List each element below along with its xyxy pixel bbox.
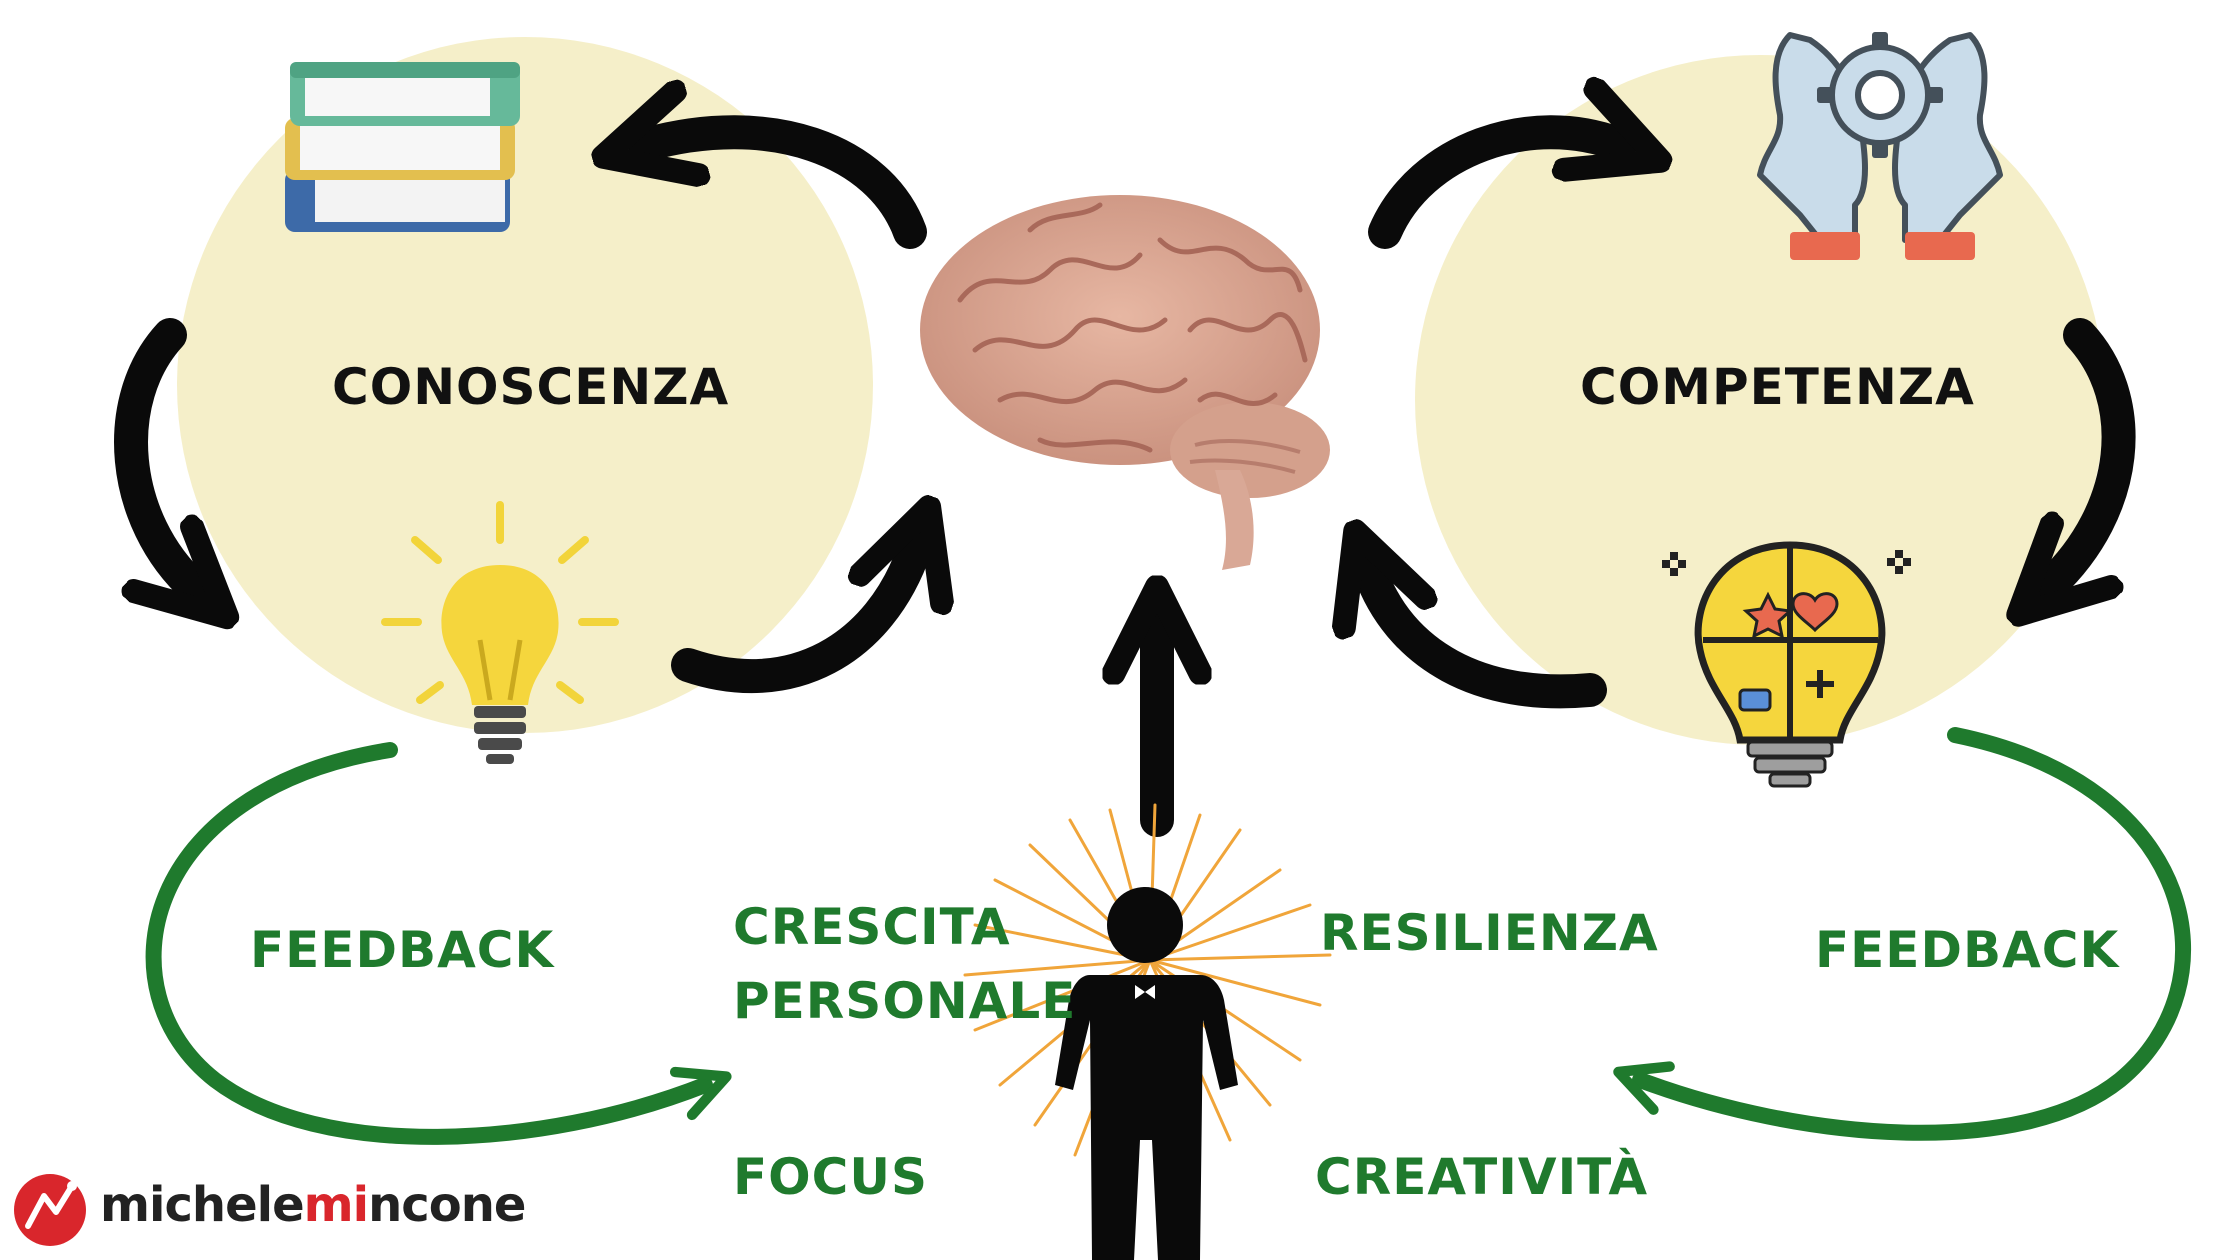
brand-part-3: ncone	[368, 1177, 526, 1233]
person-icon	[963, 803, 1332, 1260]
feedback-arrow-right	[1613, 727, 2192, 1141]
trait-focus: FOCUS	[733, 1148, 928, 1206]
trait-resilience: RESILIENZA	[1320, 904, 1659, 962]
arrow-knowledge-circle-down	[114, 318, 195, 588]
arrow-brain-to-knowledge	[645, 132, 927, 249]
trait-growth-line2: PERSONALE	[733, 972, 1077, 1030]
brand-part-1: michele	[100, 1177, 305, 1233]
trait-growth-line1: CRESCITA	[733, 898, 1011, 956]
arrow-knowledge-to-brain	[671, 548, 915, 694]
competence-label: COMPETENZA	[1580, 358, 1975, 416]
arrow-competence-circle-down	[2050, 318, 2136, 585]
arrow-competence-to-brain	[1370, 572, 1607, 709]
brand-wordmark: michelemincone	[100, 1177, 526, 1233]
brand-logo: michelemincone	[8, 1165, 526, 1245]
arrow-brain-to-competence	[1368, 132, 1620, 249]
feedback-left-label: FEEDBACK	[250, 921, 555, 979]
trait-creativity: CREATIVITÀ	[1315, 1148, 1649, 1206]
feedback-right-label: FEEDBACK	[1815, 921, 2120, 979]
feedback-arrow-left	[145, 742, 732, 1145]
hands-gear-icon	[1757, 32, 2003, 260]
logo-mark	[14, 1174, 86, 1246]
puzzle-lightbulb-icon	[1662, 541, 1911, 788]
brand-part-2: mi	[303, 1177, 369, 1233]
knowledge-label: CONOSCENZA	[332, 358, 730, 416]
lightbulb-icon	[381, 501, 619, 764]
books-icon	[285, 62, 520, 232]
brain-icon	[920, 195, 1330, 570]
